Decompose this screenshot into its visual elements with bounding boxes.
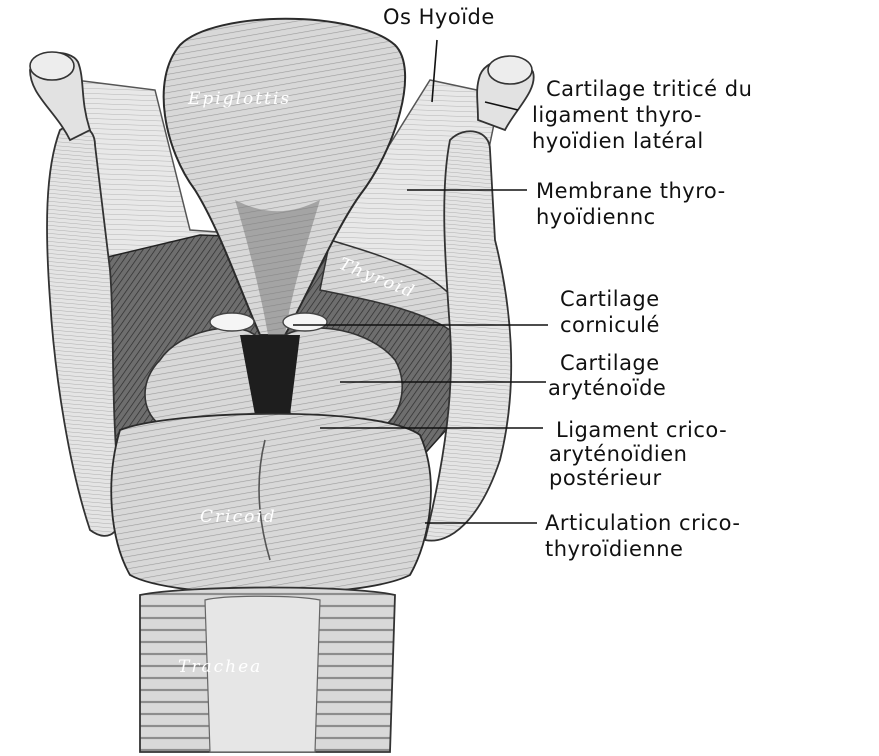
callout-cartilage-tritice-line-1: Cartilage triticé du — [546, 77, 752, 101]
callout-membrane-line-1: Membrane thyro- — [536, 179, 726, 203]
callout-corniculate-line-1: Cartilage — [560, 287, 660, 311]
epiglottis-label: Epiglottis — [187, 89, 291, 109]
hyoid-right-tip — [488, 56, 532, 84]
callout-ligament-line-1: Ligament crico- — [556, 418, 727, 442]
callout-corniculate: Cartilage corniculé — [560, 287, 660, 337]
hyoid-left-tip — [30, 52, 74, 80]
callout-articulation-line-2: thyroïdienne — [545, 537, 683, 561]
callout-articulation-line-1: Articulation crico- — [545, 511, 740, 535]
callout-arytenoid: Cartilage aryténoïde — [548, 351, 666, 400]
callout-ligament-line-2: aryténoïdien — [549, 442, 687, 466]
cricoid-label: Cricoid — [200, 507, 277, 527]
corniculate-left — [210, 313, 254, 331]
callout-corniculate-line-2: corniculé — [560, 313, 660, 337]
callout-membrane: Membrane thyro- hyoïdiennc — [536, 179, 726, 229]
callout-ligament-line-3: postérieur — [549, 466, 662, 490]
trachea-label: Trachea — [178, 657, 262, 677]
corniculate-right — [283, 313, 327, 331]
callout-membrane-line-2: hyoïdiennc — [536, 205, 656, 229]
callout-cartilage-tritice: Cartilage triticé du ligament thyro- hyo… — [532, 77, 752, 153]
callout-os-hyoide: Os Hyoïde — [383, 5, 495, 29]
callout-cartilage-tritice-line-3: hyoïdien latéral — [532, 129, 704, 153]
callout-cartilage-tritice-line-2: ligament thyro- — [532, 103, 702, 127]
callout-articulation: Articulation crico- thyroïdienne — [545, 511, 740, 561]
cricoid — [111, 414, 431, 594]
callout-arytenoid-line-2: aryténoïde — [548, 376, 666, 400]
callout-ligament: Ligament crico- aryténoïdien postérieur — [549, 418, 727, 490]
callout-arytenoid-line-1: Cartilage — [560, 351, 660, 375]
callout-os-hyoide-line-1: Os Hyoïde — [383, 5, 495, 29]
